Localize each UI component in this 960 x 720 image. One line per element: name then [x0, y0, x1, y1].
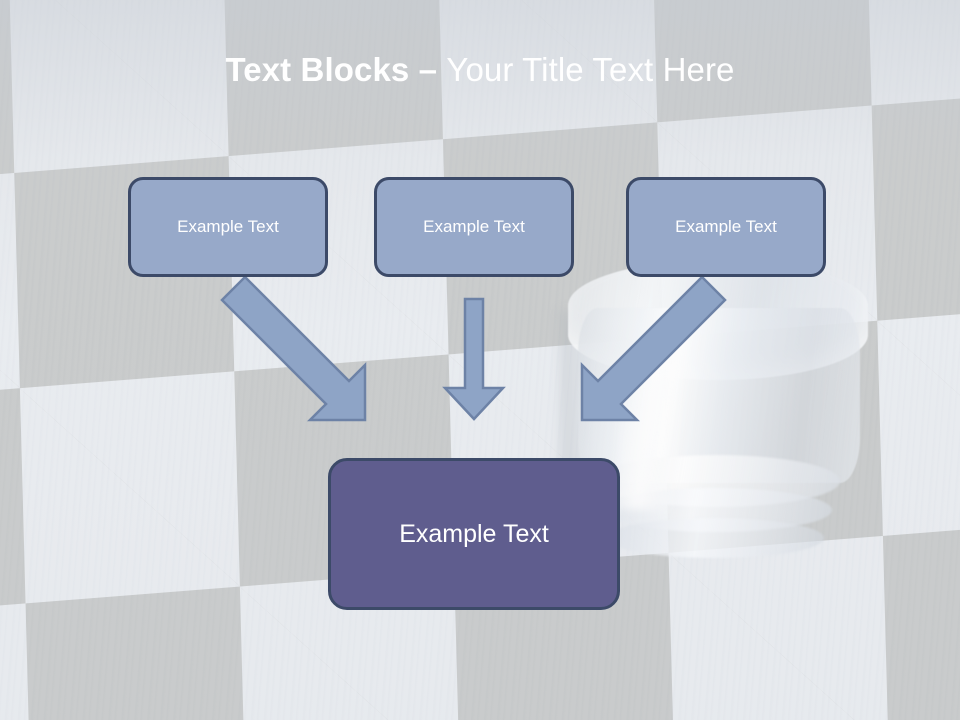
result-text-block-label: Example Text	[399, 519, 549, 548]
text-block-1[interactable]: Example Text	[128, 177, 328, 277]
text-block-2-label: Example Text	[423, 217, 525, 236]
text-block-3[interactable]: Example Text	[626, 177, 826, 277]
text-block-1-label: Example Text	[177, 217, 279, 236]
text-block-3-label: Example Text	[675, 217, 777, 236]
result-text-block[interactable]: Example Text	[328, 458, 620, 610]
page-title-bold: Text Blocks –	[225, 51, 447, 88]
text-block-2[interactable]: Example Text	[374, 177, 574, 277]
page-title: Text Blocks – Your Title Text Here	[0, 50, 960, 90]
page-title-regular: Your Title Text Here	[446, 51, 735, 88]
